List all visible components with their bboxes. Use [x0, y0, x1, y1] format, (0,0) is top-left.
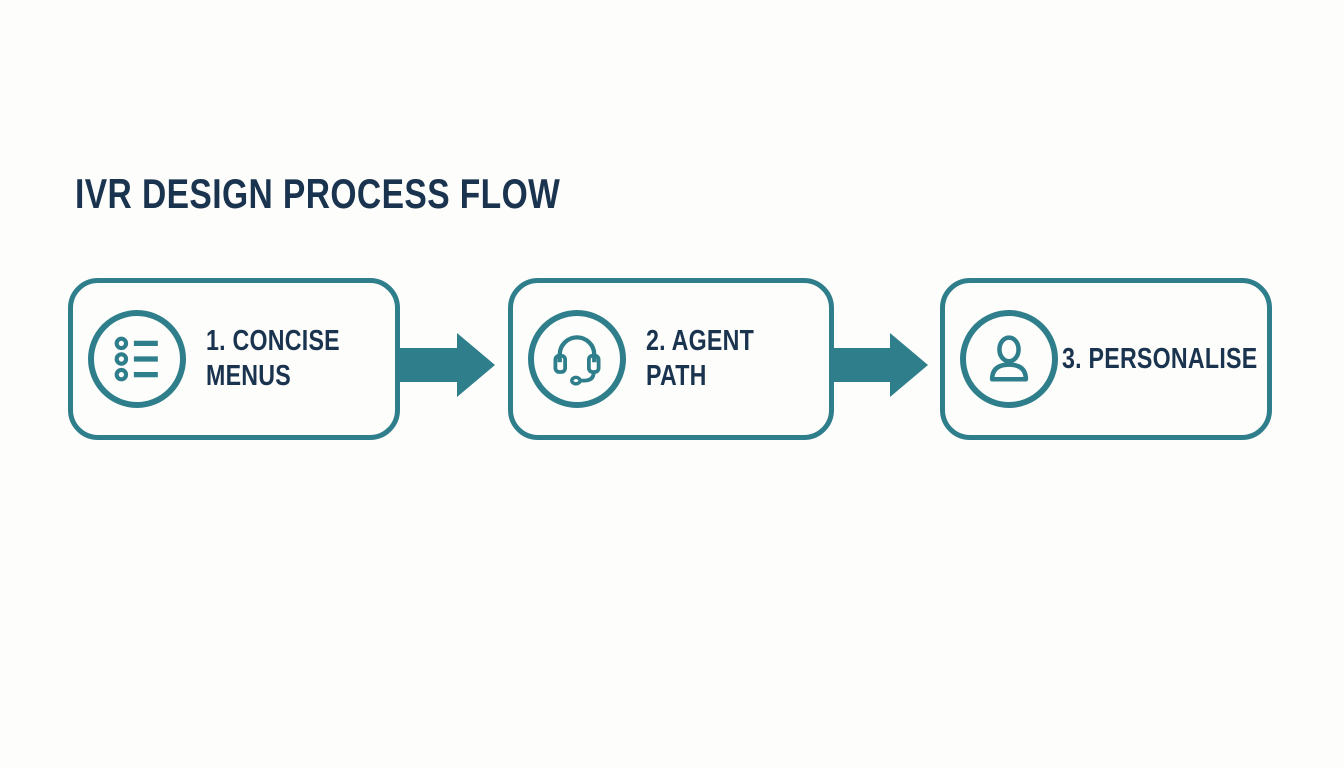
step-label-line1: 3. PERSONALISE [1062, 342, 1258, 375]
step-box-agent-path: 2. AGENT PATH [508, 278, 834, 440]
step-label-line1: 2. AGENT [646, 325, 755, 357]
step-label: 2. AGENT PATH [646, 324, 754, 394]
step-label-line1: 1. CONCISE [206, 325, 340, 357]
headset-icon [528, 310, 626, 408]
headset-icon-glyph [553, 335, 601, 386]
arrow-right-icon [832, 333, 928, 397]
arrow-right-icon [399, 333, 495, 397]
step-box-concise-menus: 1. CONCISE MENUS [68, 278, 400, 440]
list-icon-glyph [114, 336, 158, 382]
step-label-line2: PATH [646, 360, 707, 392]
page-title: IVR DESIGN PROCESS FLOW [75, 170, 561, 217]
step-label: 1. CONCISE MENUS [206, 324, 340, 394]
step-box-personalise: 3. PERSONALISE [940, 278, 1272, 440]
step-label-line2: MENUS [206, 360, 291, 392]
step-label: 3. PERSONALISE [1062, 342, 1257, 377]
person-icon [960, 310, 1058, 408]
list-icon [88, 310, 186, 408]
person-icon-glyph [989, 335, 1029, 382]
